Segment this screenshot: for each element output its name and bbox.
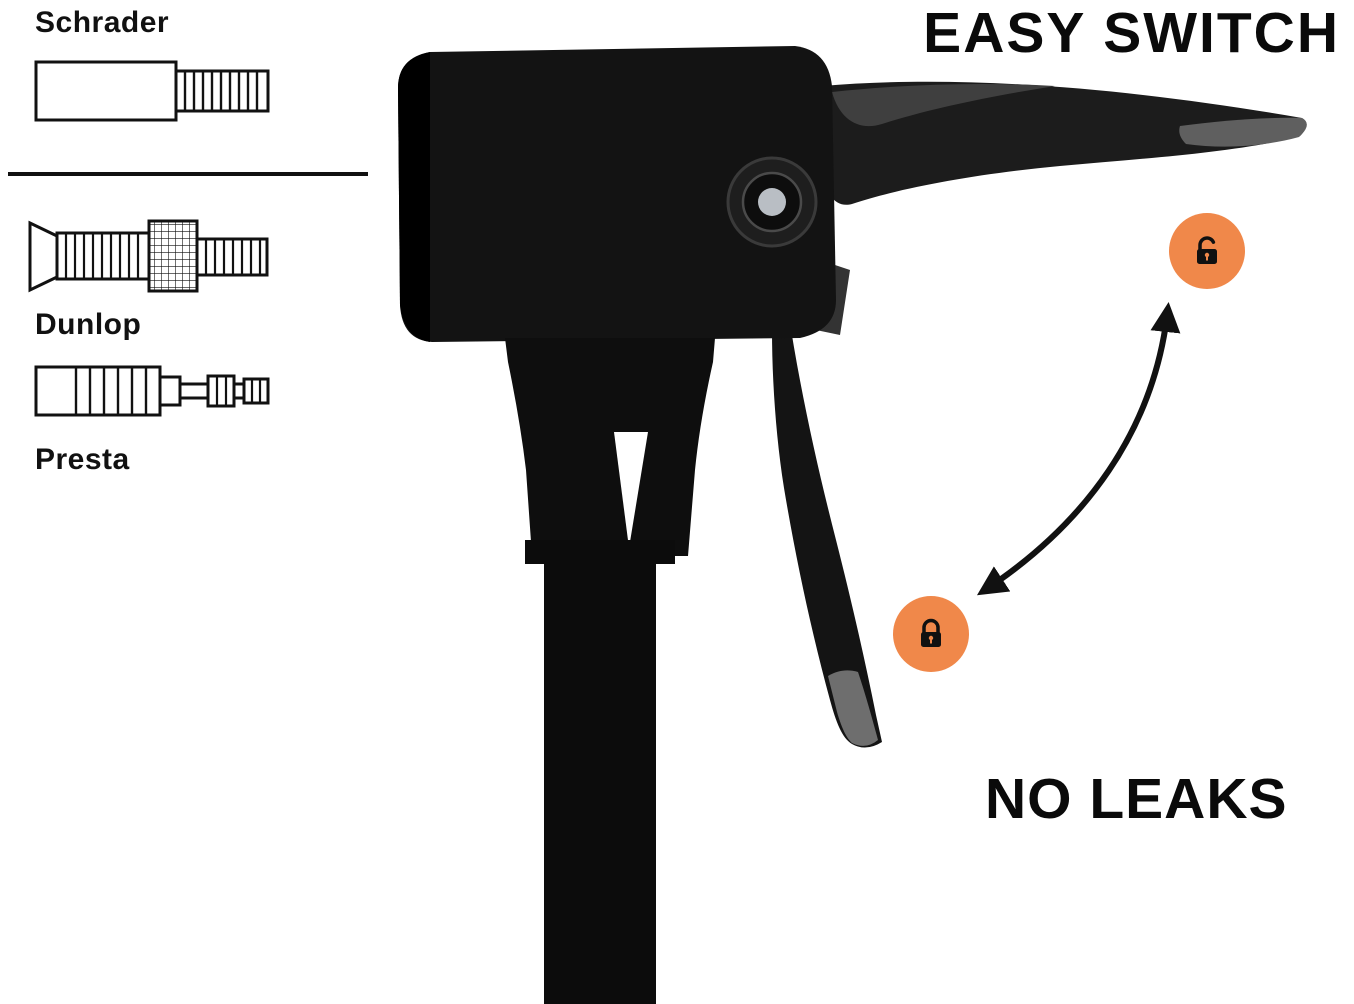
lock-badge — [893, 596, 969, 672]
presta-label: Presta — [35, 443, 130, 476]
no-leaks-caption: NO LEAKS — [985, 767, 1288, 831]
easy-switch-caption: EASY SWITCH — [923, 1, 1340, 65]
schrader-valve-drawing — [34, 60, 270, 122]
schrader-label: Schrader — [35, 6, 170, 39]
switch-arrow — [976, 302, 1181, 596]
unlock-icon — [1197, 236, 1217, 264]
dunlop-label: Dunlop — [35, 308, 142, 341]
pump-head — [398, 46, 1307, 1004]
presta-valve-drawing — [34, 365, 270, 417]
dunlop-valve-drawing — [28, 219, 269, 293]
unlock-badge — [1169, 213, 1245, 289]
lock-icon — [921, 618, 941, 647]
